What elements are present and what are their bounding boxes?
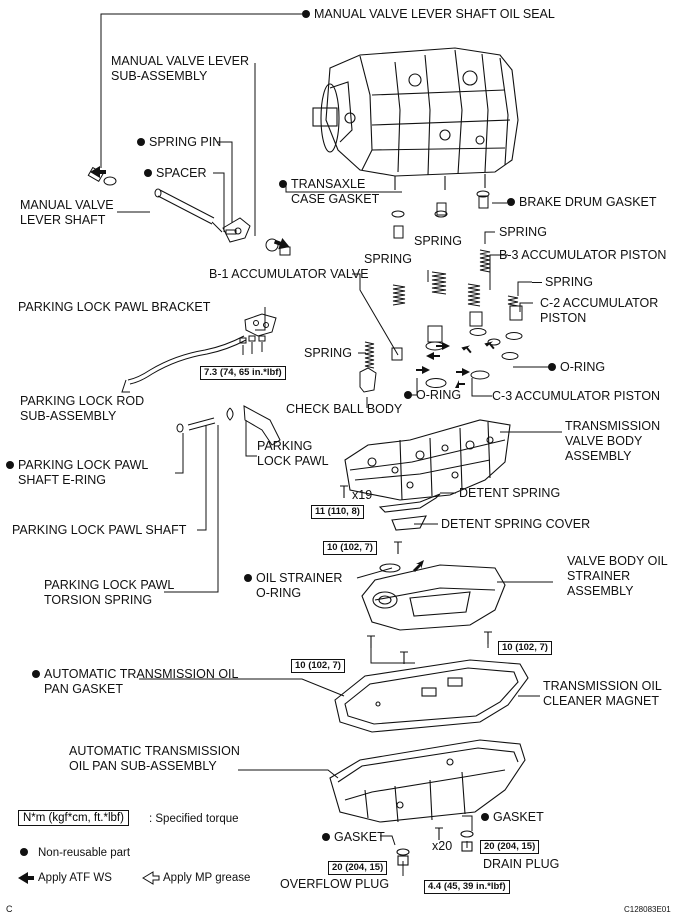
label-b1-accumulator-valve: B-1 ACCUMULATOR VALVE xyxy=(209,267,369,281)
label-detent-spring-cover: DETENT SPRING COVER xyxy=(441,517,591,531)
label-drain-plug: DRAIN PLUG xyxy=(483,857,560,871)
nonreusable-bullet-icon xyxy=(244,573,252,582)
legend-torque-text: : Specified torque xyxy=(149,813,239,825)
nonreusable-bullet-icon xyxy=(6,460,14,469)
label-x20: x20 xyxy=(432,839,453,853)
torque-drain: 20 (204, 15) xyxy=(480,840,540,854)
valve-body-drawing xyxy=(340,419,511,554)
oil-pan-gasket-drawing xyxy=(334,659,529,733)
label-check-ball-body: CHECK BALL BODY xyxy=(286,402,403,416)
nonreusable-bullet-icon xyxy=(548,362,556,371)
legend-nonreusable: Non-reusable part xyxy=(20,846,130,861)
nonreusable-bullet-icon xyxy=(302,9,310,18)
label-spring-d: SPRING xyxy=(532,275,593,290)
nonreusable-bullet-icon xyxy=(322,832,330,841)
application-arrows xyxy=(90,166,495,572)
torque-valve-body: 11 (110, 8) xyxy=(311,505,364,519)
legend-arrows xyxy=(18,871,160,885)
label-spring-e: SPRING xyxy=(304,346,352,360)
legend-mp-grease: Apply MP grease xyxy=(163,872,251,884)
label-o-ring-a: O-RING xyxy=(548,360,605,375)
label-parking-lock-pawl-shaft: PARKING LOCK PAWL SHAFT xyxy=(12,523,187,537)
nonreusable-bullet-icon xyxy=(481,812,489,821)
manual-valve-lever-drawing xyxy=(87,166,291,256)
footer-figure-code: C128083E01 xyxy=(624,905,671,914)
leader-dash xyxy=(532,282,542,284)
label-manual-valve-lever-shaft-oil-seal: MANUAL VALVE LEVER SHAFT OIL SEAL xyxy=(302,7,555,22)
nonreusable-bullet-icon xyxy=(404,390,412,399)
nonreusable-bullet-icon xyxy=(279,179,287,188)
label-spring-b: SPRING xyxy=(499,225,547,239)
label-brake-drum-gasket: BRAKE DRUM GASKET xyxy=(507,195,657,210)
oil-pan-drawing xyxy=(329,739,526,866)
torque-pan: 4.4 (45, 39 in.*lbf) xyxy=(424,880,510,894)
label-parking-lock-pawl-bracket: PARKING LOCK PAWL BRACKET xyxy=(18,300,211,314)
footer-left-mark: C xyxy=(6,904,13,914)
nonreusable-bullet-icon xyxy=(20,847,28,856)
label-detent-spring: DETENT SPRING xyxy=(459,486,561,500)
legend-atf: Apply ATF WS xyxy=(38,872,112,884)
label-gasket-right: GASKET xyxy=(481,810,544,825)
nonreusable-bullet-icon xyxy=(32,669,40,678)
label-c3-accumulator-piston: C-3 ACCUMULATOR PISTON xyxy=(492,389,661,403)
nonreusable-bullet-icon xyxy=(137,137,145,146)
label-spring-c: SPRING xyxy=(364,252,412,266)
torque-bracket: 7.3 (74, 65 in.*lbf) xyxy=(200,366,286,380)
label-overflow-plug: OVERFLOW PLUG xyxy=(280,877,390,891)
torque-strainer-left: 10 (102, 7) xyxy=(291,659,345,673)
legend-torque-unit-box: N*m (kgf*cm, ft.*lbf) xyxy=(18,810,129,826)
transmission-case-drawing xyxy=(312,47,519,190)
label-gasket-left: GASKET xyxy=(322,830,385,845)
oil-strainer-drawing xyxy=(361,563,506,664)
label-b3-accumulator-piston: B-3 ACCUMULATOR PISTON xyxy=(499,248,667,262)
torque-strainer-right: 10 (102, 7) xyxy=(498,641,552,655)
nonreusable-bullet-icon xyxy=(144,168,152,177)
torque-gasket-left: 20 (204, 15) xyxy=(328,861,388,875)
label-o-ring-b: O-RING xyxy=(404,388,461,403)
case-small-parts xyxy=(359,190,523,393)
torque-detent-cover: 10 (102, 7) xyxy=(323,541,377,555)
label-spring-pin: SPRING PIN xyxy=(137,135,221,150)
nonreusable-bullet-icon xyxy=(507,197,515,206)
label-x19: x19 xyxy=(352,488,373,502)
label-spacer: SPACER xyxy=(144,166,206,181)
label-spring-a: SPRING xyxy=(414,234,462,248)
parking-lock-drawing xyxy=(121,313,281,446)
